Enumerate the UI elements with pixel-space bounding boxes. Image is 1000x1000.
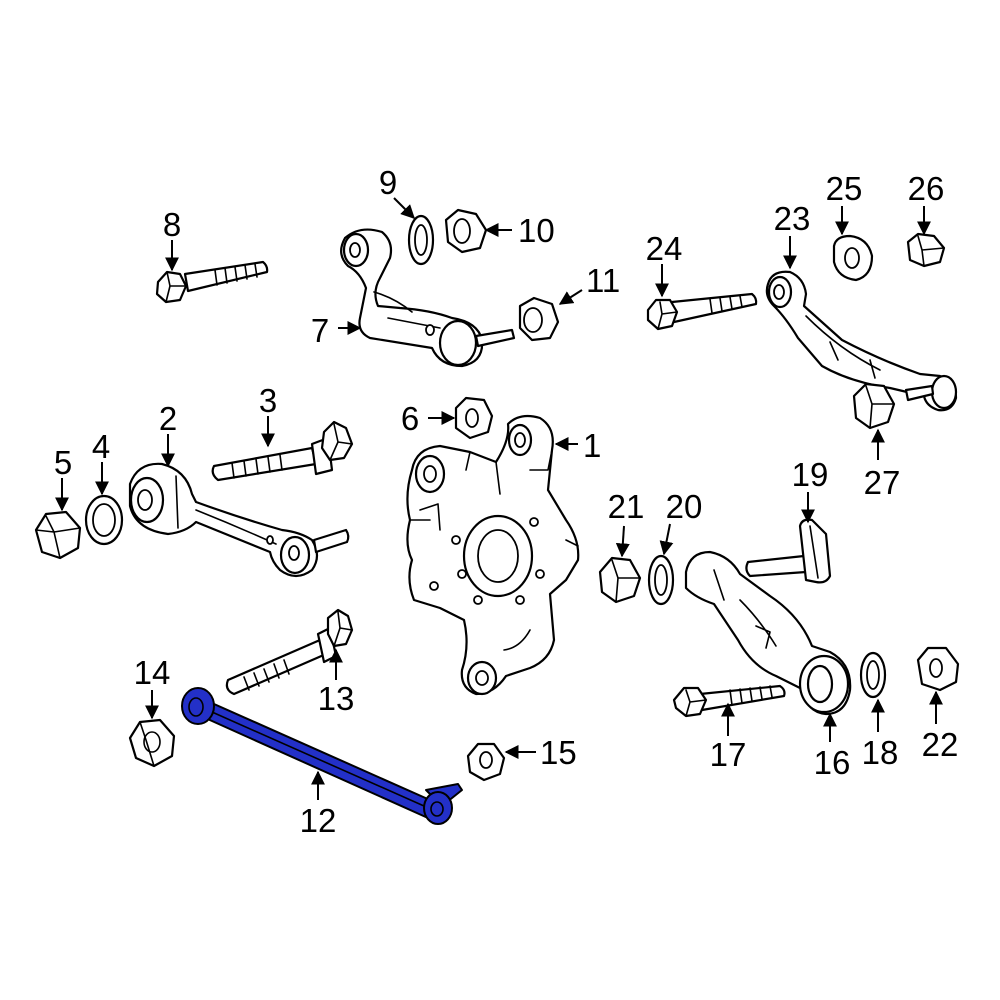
part-10-nut[interactable] xyxy=(444,208,488,254)
callout-2: 2 xyxy=(159,400,177,437)
part-14-nut[interactable] xyxy=(128,718,176,768)
part-9-washer[interactable] xyxy=(407,214,435,266)
callout-7: 7 xyxy=(311,312,329,349)
part-17-bolt[interactable] xyxy=(672,684,786,718)
part-15-nut[interactable] xyxy=(466,742,506,782)
callout-4: 4 xyxy=(92,428,110,465)
part-11-nut[interactable] xyxy=(518,296,560,342)
part-26-nut[interactable] xyxy=(906,232,946,268)
callout-17: 17 xyxy=(710,736,747,773)
part-24-bolt[interactable] xyxy=(646,292,758,331)
callout-23: 23 xyxy=(774,200,811,237)
part-6-nut[interactable] xyxy=(454,396,494,440)
callout-11: 11 xyxy=(586,262,620,299)
callout-10: 10 xyxy=(518,212,555,249)
leader-21 xyxy=(615,525,630,558)
part-13-bolt[interactable] xyxy=(225,608,354,696)
part-7-control-arm[interactable] xyxy=(340,228,516,368)
callout-16: 16 xyxy=(814,744,851,781)
callout-9: 9 xyxy=(379,164,397,201)
part-2-control-arm[interactable] xyxy=(128,462,350,578)
callout-leaders xyxy=(55,197,943,800)
part-21-nut[interactable] xyxy=(598,556,642,604)
part-1-knuckle[interactable] xyxy=(406,414,580,696)
part-20-washer[interactable] xyxy=(647,554,675,606)
callout-18: 18 xyxy=(862,734,899,771)
callout-19: 19 xyxy=(792,456,829,493)
part-4-washer[interactable] xyxy=(84,494,124,546)
leader-20 xyxy=(659,523,674,556)
callout-1: 1 xyxy=(583,427,601,464)
part-25-nut[interactable] xyxy=(832,234,874,282)
part-27-nut[interactable] xyxy=(852,382,896,430)
callout-3: 3 xyxy=(259,382,277,419)
callout-numbers: 1 2 3 4 5 6 7 8 9 10 11 12 13 14 15 16 1… xyxy=(54,164,959,839)
leader-9 xyxy=(393,197,415,219)
callout-6: 6 xyxy=(401,400,419,437)
callout-8: 8 xyxy=(163,206,181,243)
part-12-link-highlighted[interactable] xyxy=(181,687,463,825)
part-18-washer[interactable] xyxy=(859,651,887,699)
part-23-control-arm[interactable] xyxy=(765,270,958,412)
callout-27: 27 xyxy=(864,464,901,501)
part-8-bolt[interactable] xyxy=(155,260,269,304)
callout-24: 24 xyxy=(646,230,683,267)
callout-5: 5 xyxy=(54,444,72,481)
callout-15: 15 xyxy=(540,734,577,771)
part-19-bolt[interactable] xyxy=(745,518,832,584)
part-5-nut[interactable] xyxy=(34,510,82,560)
callout-13: 13 xyxy=(318,680,355,717)
leader-11 xyxy=(558,289,583,305)
callout-25: 25 xyxy=(826,170,863,207)
part-16-control-arm[interactable] xyxy=(684,550,852,716)
callout-12: 12 xyxy=(300,802,337,839)
part-3-bolt[interactable] xyxy=(211,420,354,482)
callout-14: 14 xyxy=(134,654,171,691)
callout-26: 26 xyxy=(908,170,945,207)
callout-22: 22 xyxy=(922,726,959,763)
part-22-nut[interactable] xyxy=(916,646,960,692)
callout-21: 21 xyxy=(608,488,645,525)
callout-20: 20 xyxy=(666,488,703,525)
